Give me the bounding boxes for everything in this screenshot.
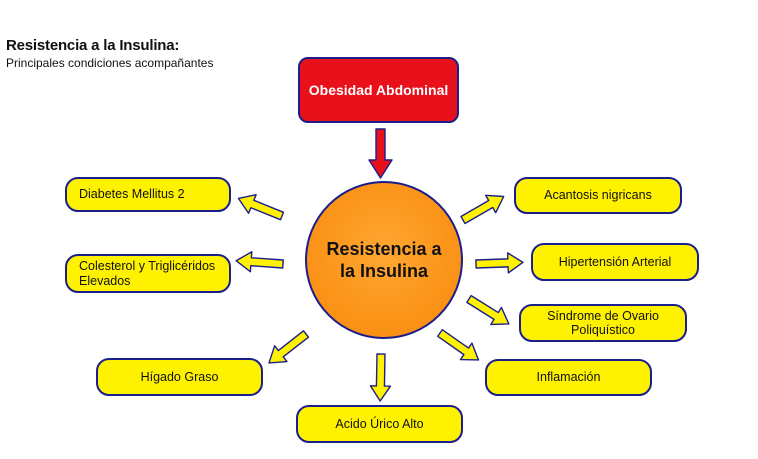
condition-sindrome-ovario: Síndrome de Ovario Poliquístico xyxy=(519,304,687,342)
arrow-to-acido-urico xyxy=(369,353,392,402)
condition-label: Colesterol y Triglicéridos Elevados xyxy=(79,259,216,288)
arrow-to-colesterol xyxy=(235,251,284,273)
condition-label: Síndrome de Ovario Poliquístico xyxy=(547,308,659,337)
page-subtitle: Principales condiciones acompañantes xyxy=(6,56,214,70)
condition-diabetes: Diabetes Mellitus 2 xyxy=(65,177,231,212)
condition-label: Acido Úrico Alto xyxy=(335,416,424,431)
condition-acantosis: Acantosis nigricans xyxy=(514,177,682,214)
condition-label: Inflamación xyxy=(536,370,601,385)
condition-label: Acantosis nigricans xyxy=(544,188,652,203)
condition-acido-urico: Acido Úrico Alto xyxy=(296,405,463,443)
arrow-to-acantosis xyxy=(460,194,505,225)
condition-inflamacion: Inflamación xyxy=(485,359,652,396)
page-title: Resistencia a la Insulina: xyxy=(6,37,180,54)
top-cause-box: Obesidad Abdominal xyxy=(298,57,459,123)
condition-label: Diabetes Mellitus 2 xyxy=(79,187,185,202)
arrow-to-inflamacion xyxy=(437,329,480,361)
condition-label: Hipertensión Arterial xyxy=(558,254,672,269)
condition-hipertension: Hipertensión Arterial xyxy=(531,243,699,281)
condition-label: Hígado Graso xyxy=(140,369,219,384)
center-circle: Resistencia a la Insulina xyxy=(305,181,463,339)
arrow-to-higado xyxy=(268,330,310,364)
condition-colesterol: Colesterol y Triglicéridos Elevados xyxy=(65,254,231,293)
condition-higado: Hígado Graso xyxy=(96,358,263,396)
arrow-to-hipertension xyxy=(475,252,524,274)
arrow-to-sindrome-ovario xyxy=(466,294,510,326)
arrow-obesity-to-center xyxy=(368,128,393,179)
arrow-to-diabetes xyxy=(237,194,285,221)
